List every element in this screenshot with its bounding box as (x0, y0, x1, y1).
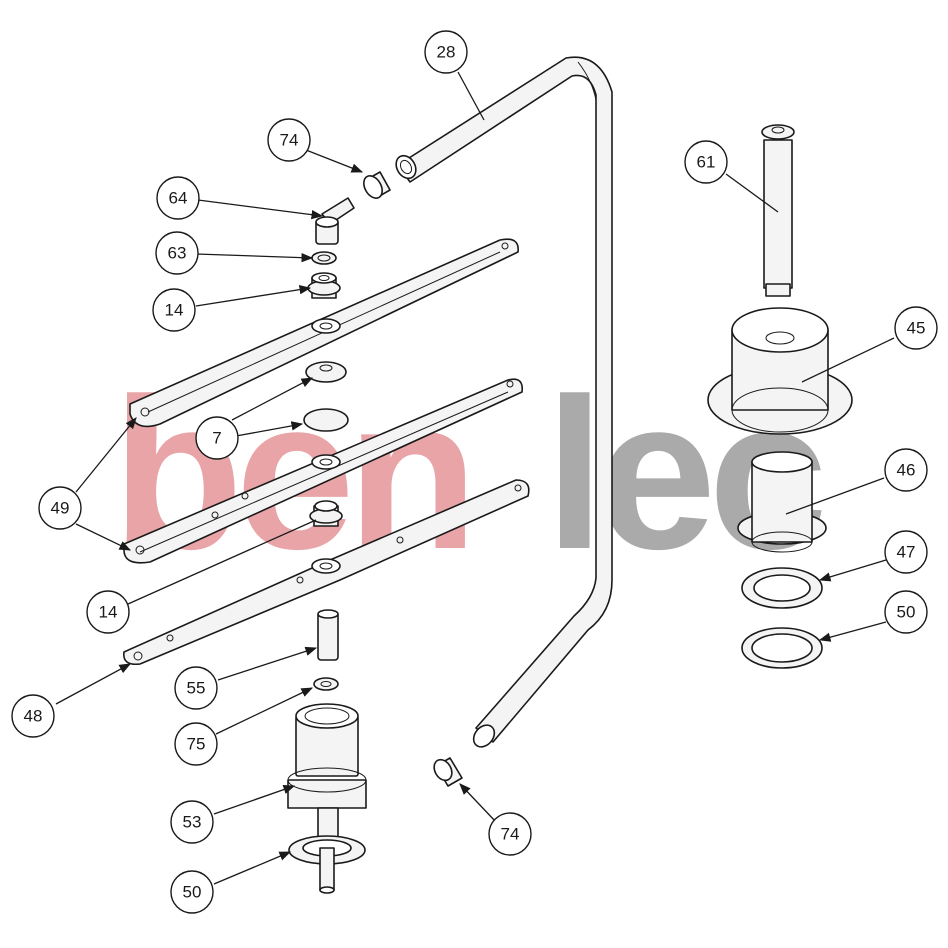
part-63-washer (311, 251, 337, 265)
callout-label: 64 (169, 189, 188, 208)
callout-label: 7 (212, 429, 221, 448)
part-14-nut-lower (309, 500, 343, 527)
callout-label: 47 (897, 543, 916, 562)
callout-label: 28 (437, 43, 456, 62)
part-50-ring-right (741, 627, 823, 669)
part-75-washer (313, 677, 339, 691)
callout-45: 45 (894, 306, 938, 350)
callout-63: 63 (155, 231, 199, 275)
part-49-spray-arm-middle (123, 378, 524, 564)
callout-label: 50 (183, 883, 202, 902)
callout-label: 49 (51, 499, 70, 518)
callout-46: 46 (884, 448, 928, 492)
callout-7: 7 (195, 416, 239, 460)
part-55-shaft (317, 609, 339, 661)
callout-28: 28 (424, 30, 468, 74)
callout-label: 53 (183, 813, 202, 832)
callout-label: 45 (907, 319, 926, 338)
part-64-elbow (315, 197, 355, 245)
callout-label: 74 (501, 825, 520, 844)
callout-label: 50 (897, 603, 916, 622)
part-74-sleeve-top (363, 171, 391, 199)
part-46-sleeve (737, 451, 827, 553)
callout-14-top: 14 (152, 288, 196, 332)
callout-14-lower: 14 (86, 590, 130, 634)
callout-label: 61 (697, 153, 716, 172)
callout-74-top: 74 (267, 118, 311, 162)
part-74-sleeve-lower (433, 757, 463, 787)
part-14-nut-top (307, 272, 341, 299)
callout-label: 63 (168, 244, 187, 263)
callout-48: 48 (11, 694, 55, 738)
callout-label: 55 (187, 679, 206, 698)
callout-label: 14 (165, 301, 184, 320)
callout-label: 14 (99, 603, 118, 622)
part-47-ring (741, 567, 823, 609)
part-53-housing (287, 703, 367, 841)
callout-47: 47 (884, 530, 928, 574)
part-7-discs (303, 361, 349, 432)
callout-61: 61 (684, 140, 728, 184)
part-48-spray-arm-lower (123, 479, 530, 666)
callout-53: 53 (170, 800, 214, 844)
leader-lines (55, 71, 895, 885)
callout-49: 49 (38, 486, 82, 530)
part-28-pipe (395, 56, 613, 748)
callout-74-lower: 74 (488, 812, 532, 856)
part-50-seal-lower (288, 835, 366, 894)
callout-55: 55 (174, 666, 218, 710)
callout-50-right: 50 (884, 590, 928, 634)
callout-label: 46 (897, 461, 916, 480)
callout-label: 48 (24, 707, 43, 726)
callout-label: 75 (187, 735, 206, 754)
callout-64: 64 (156, 176, 200, 220)
part-45-basket (707, 307, 853, 435)
callout-75: 75 (174, 722, 218, 766)
callout-50-lower: 50 (170, 870, 214, 914)
callout-label: 74 (280, 131, 299, 150)
part-61-tube (761, 124, 795, 297)
